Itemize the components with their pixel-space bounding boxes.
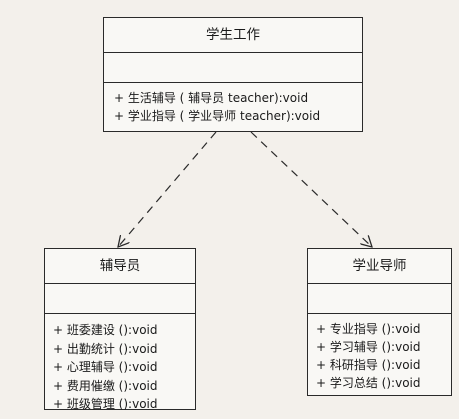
class-name-counselor: 辅导员 bbox=[99, 258, 141, 274]
attributes-compartment-academic-tutor bbox=[308, 283, 451, 313]
operation-item: + 学业指导 ( 学业导师 teacher):void bbox=[114, 109, 321, 123]
operation-item: + 班委建设 ():void bbox=[53, 323, 158, 337]
class-box-academic-tutor[interactable]: 学业导师 + 专业指导 ():void + 学习辅导 ():void + 科研指… bbox=[307, 248, 452, 396]
operations-compartment-academic-tutor: + 专业指导 ():void + 学习辅导 ():void + 科研指导 ():… bbox=[308, 313, 451, 392]
operation-item: + 学习辅导 ():void bbox=[316, 340, 421, 354]
operation-item: + 出勤统计 ():void bbox=[53, 341, 158, 356]
operation-item: + 科研指导 ():void bbox=[316, 358, 421, 372]
operation-item: + 心理辅导 ():void bbox=[53, 360, 158, 375]
attributes-compartment-student-work bbox=[104, 52, 362, 82]
class-name-student-work: 学生工作 bbox=[206, 27, 260, 43]
attributes-compartment-counselor bbox=[45, 283, 195, 313]
class-name-academic-tutor: 学业导师 bbox=[352, 258, 407, 274]
class-box-counselor[interactable]: 辅导员 + 班委建设 ():void + 出勤统计 ():void + 心理辅导… bbox=[44, 248, 196, 411]
operation-item: + 专业指导 ():void bbox=[316, 322, 421, 336]
class-box-student-work[interactable]: 学生工作 + 生活辅导 ( 辅导员 teacher):void + 学业指导 (… bbox=[103, 17, 363, 132]
operation-item: + 生活辅导 ( 辅导员 teacher):void bbox=[114, 91, 309, 105]
operation-item: + 班级管理 ():void bbox=[53, 397, 158, 412]
operation-item: + 学习总结 ():void bbox=[316, 376, 421, 390]
operation-item: + 费用催缴 ():void bbox=[53, 378, 158, 393]
dependency-line-to-counselor bbox=[118, 131, 217, 247]
operations-compartment-counselor: + 班委建设 ():void + 出勤统计 ():void + 心理辅导 ():… bbox=[45, 313, 195, 414]
dependency-line-to-tutor bbox=[250, 131, 372, 247]
operations-compartment-student-work: + 生活辅导 ( 辅导员 teacher):void + 学业指导 ( 学业导师… bbox=[104, 82, 362, 125]
